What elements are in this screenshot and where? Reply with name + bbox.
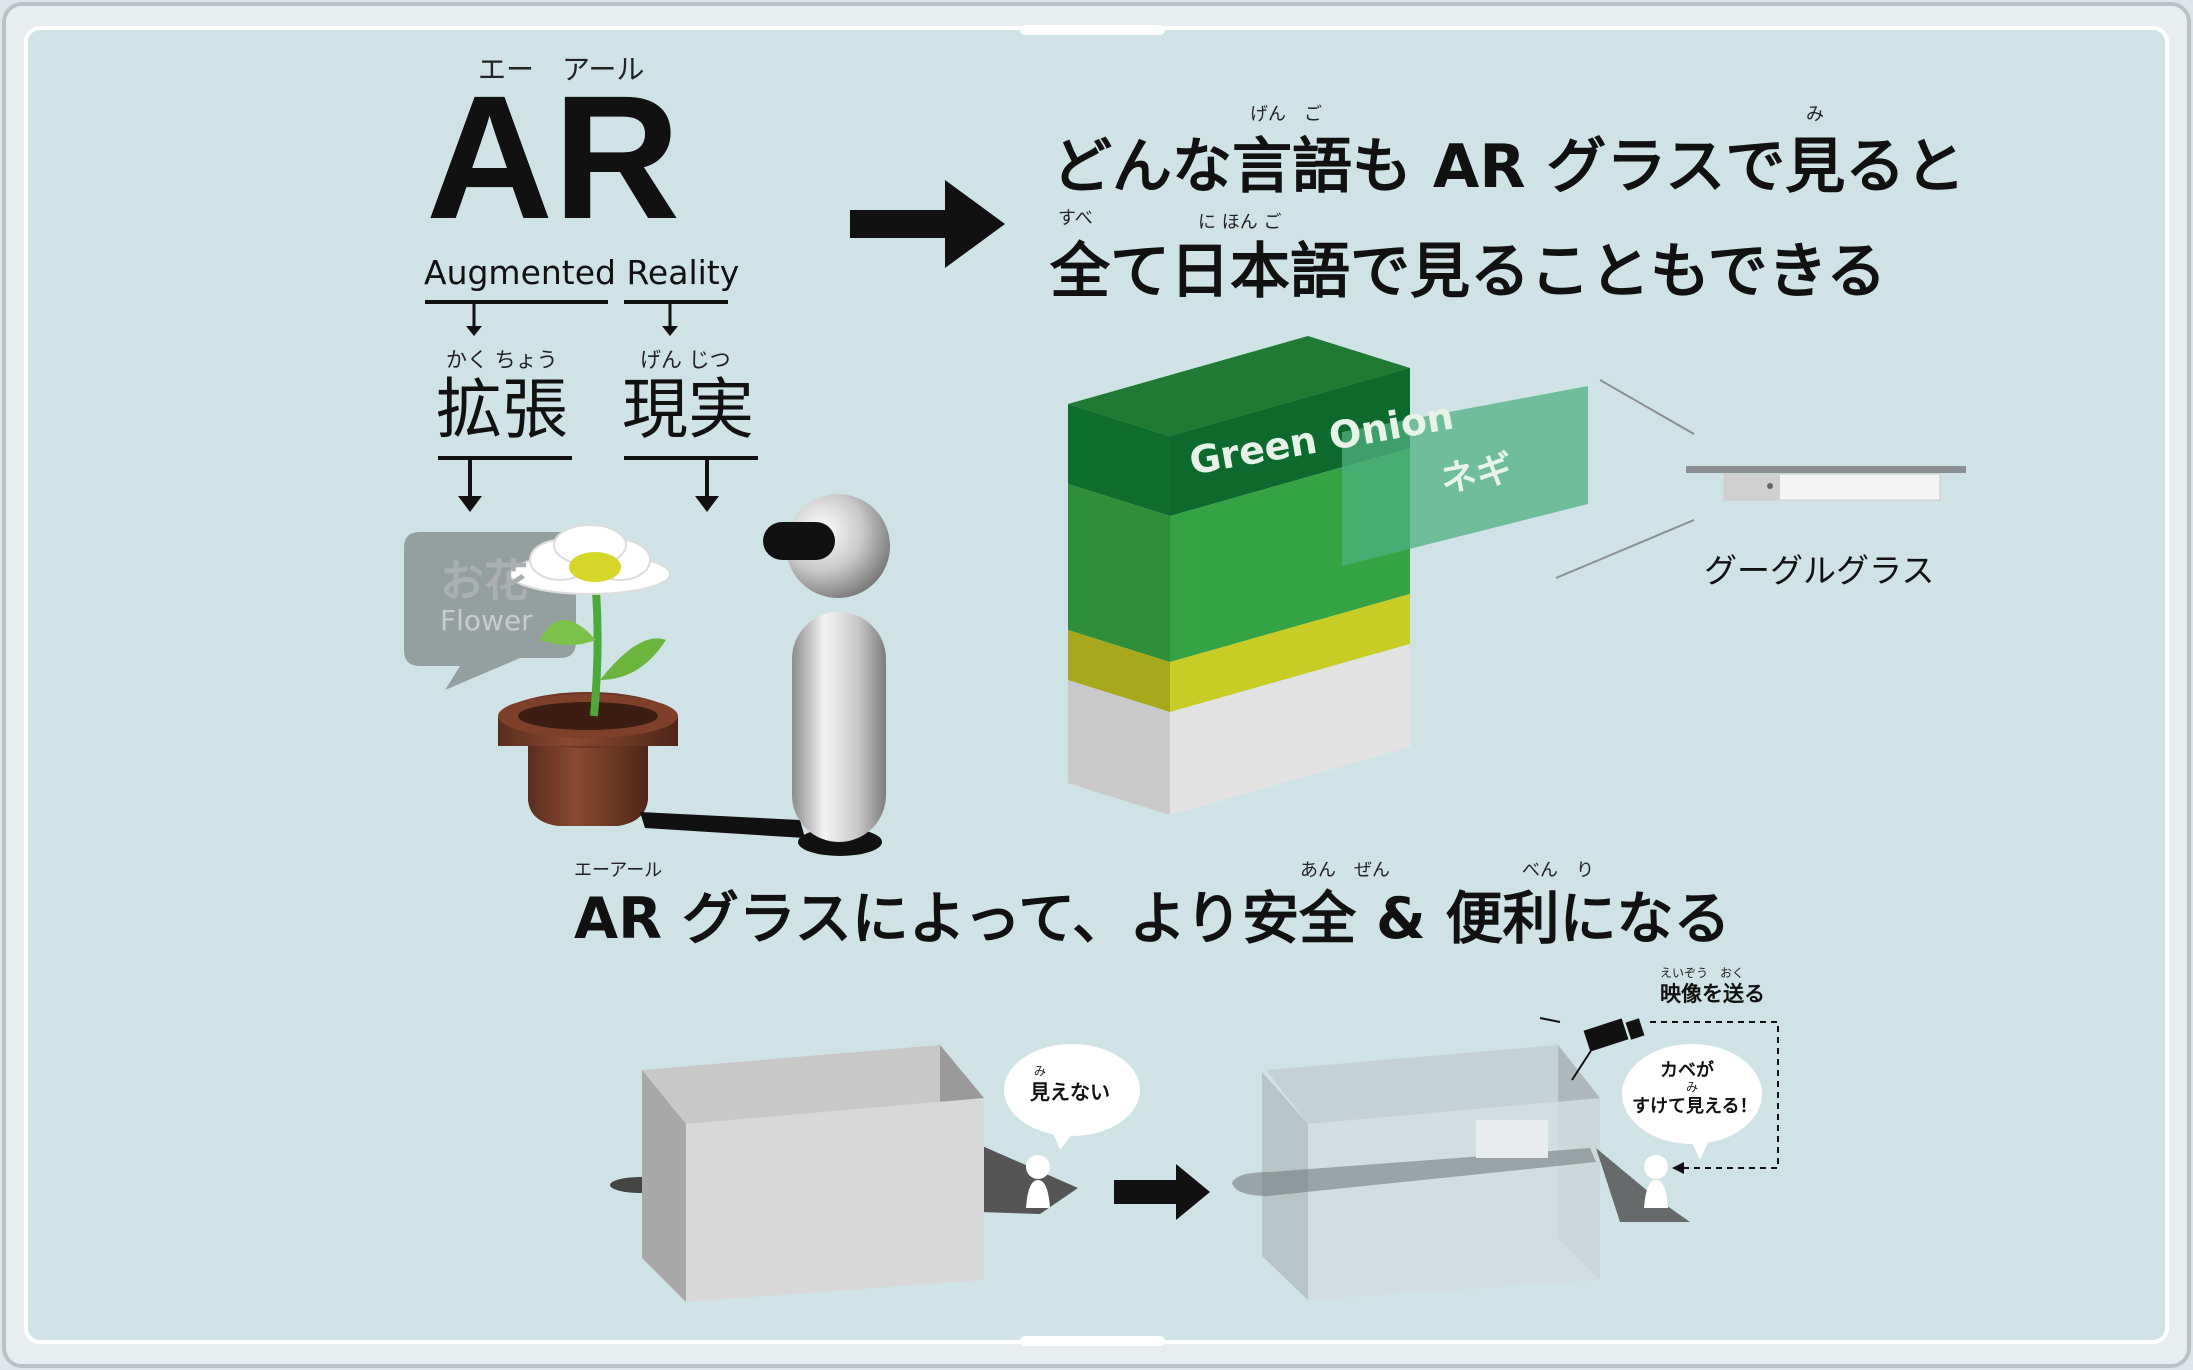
frame-notch-top <box>1020 25 1165 35</box>
ruby-subete: すべ <box>1058 208 1093 229</box>
green-onion-box <box>1068 336 1410 815</box>
flower-head <box>509 524 671 595</box>
arrow-augmented-head <box>466 326 482 336</box>
big-arrow-head <box>945 180 1005 268</box>
arrow-genjitsu-head <box>695 496 719 512</box>
big-arrow-shaft <box>850 210 960 238</box>
kakucho-label: 拡張 <box>436 371 568 448</box>
genjitsu-ruby: げん じつ <box>640 348 731 372</box>
camera-label: 映像を送る <box>1660 982 1765 1006</box>
genjitsu-label: 現実 <box>622 371 754 448</box>
bubble-right-ruby: み <box>1686 1080 1699 1094</box>
google-glass-label: グーグルグラス <box>1704 551 1935 590</box>
ruby-gengo: げん ご <box>1250 104 1322 125</box>
wall-scene-right <box>1232 1045 1690 1300</box>
bubble-right-line2: すけて見える！ <box>1632 1096 1758 1117</box>
safety-headline: AR グラスによって、より安全 & 便利になる <box>574 886 1731 952</box>
ar-overlay-panel <box>1342 386 1588 566</box>
arrow-kakucho-head <box>458 496 482 512</box>
frame-notch-bottom <box>1020 1336 1165 1346</box>
augmented-reality-label: Augmented Reality <box>424 253 740 292</box>
flower-plant <box>540 589 666 717</box>
flower-person-shadow <box>640 812 805 838</box>
bubble-see-through <box>1622 1044 1762 1160</box>
security-camera <box>1539 1017 1645 1081</box>
google-glass <box>1555 379 1966 579</box>
wall-scene-left <box>610 1045 1078 1302</box>
person-right <box>1644 1155 1668 1208</box>
translate-line-2: 全て日本語で見ることもできる <box>1050 237 1887 307</box>
bubble-left-ruby: み <box>1034 1064 1047 1078</box>
ar-title: AR <box>426 60 681 256</box>
bottom-arrow-shaft <box>1114 1180 1184 1204</box>
video-feed-dotted-arrow <box>1650 1021 1779 1174</box>
bubble-flower-jp: お花 <box>440 556 528 607</box>
arrow-reality-head <box>662 326 678 336</box>
ruby-anzen: あん ぜん <box>1300 860 1390 881</box>
ruby-ar-bottom: エーアール <box>574 860 663 881</box>
flower-pot <box>498 692 678 826</box>
bubble-flower-en: Flower <box>440 604 533 637</box>
bubble-right-line1: カベが <box>1660 1060 1714 1081</box>
ruby-mi: み <box>1806 104 1824 125</box>
camera-label-ruby: えいぞう おく <box>1660 966 1745 980</box>
person-figure <box>763 494 890 842</box>
bubble-left-text: 見えない <box>1030 1080 1110 1104</box>
translate-line-1: どんな言語も AR グラスで見ると <box>1052 132 1966 202</box>
hidden-person-left <box>1026 1155 1050 1208</box>
bottom-arrow-head <box>1176 1164 1210 1220</box>
kakucho-ruby: かく ちょう <box>446 348 558 372</box>
bubble-cannot-see <box>1004 1044 1140 1150</box>
ruby-benri: べん り <box>1522 860 1594 881</box>
ar-ruby: エー アール <box>478 53 645 86</box>
ruby-nihongo: に ほん ご <box>1198 212 1282 233</box>
